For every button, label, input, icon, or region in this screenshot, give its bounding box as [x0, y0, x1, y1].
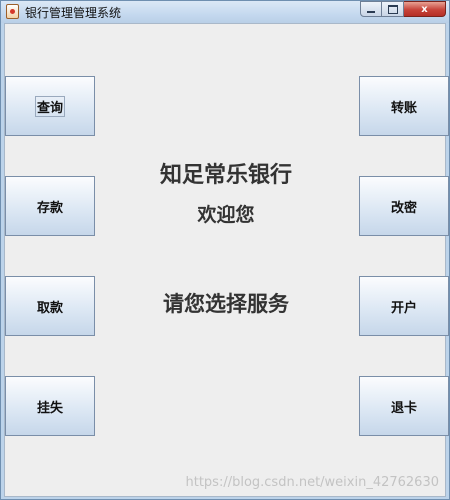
deposit-button[interactable]: 存款 [5, 176, 95, 236]
close-icon: x [421, 3, 428, 15]
maximize-button[interactable] [382, 1, 404, 17]
change-password-button-label: 改密 [390, 200, 417, 216]
eject-card-button-label: 退卡 [390, 400, 417, 416]
title-bar[interactable]: 银行管理管理系统 x [1, 1, 449, 23]
withdraw-button[interactable]: 取款 [5, 276, 95, 336]
query-button[interactable]: 查询 [5, 76, 95, 136]
open-account-button[interactable]: 开户 [359, 276, 449, 336]
watermark-text: https://blog.csdn.net/weixin_42762630 [185, 475, 439, 490]
eject-card-button[interactable]: 退卡 [359, 376, 449, 436]
report-loss-button[interactable]: 挂失 [5, 376, 95, 436]
withdraw-button-label: 取款 [36, 300, 63, 316]
bank-name-heading: 知足常乐银行 [159, 162, 292, 188]
minimize-icon [367, 10, 375, 13]
maximize-icon [387, 4, 398, 14]
transfer-button-label: 转账 [390, 100, 417, 116]
query-button-label: 查询 [34, 95, 66, 117]
welcome-heading: 欢迎您 [197, 204, 255, 226]
main-panel: 查询 存款 取款 挂失 转账 改密 开户 退卡 知足常乐银行 欢迎您 请您选择服… [4, 23, 449, 497]
deposit-button-label: 存款 [36, 200, 63, 216]
window-title: 银行管理管理系统 [25, 6, 122, 20]
change-password-button[interactable]: 改密 [359, 176, 449, 236]
close-button[interactable]: x [404, 1, 446, 17]
report-loss-button-label: 挂失 [36, 400, 63, 416]
open-account-button-label: 开户 [390, 300, 417, 316]
java-app-icon [6, 4, 19, 19]
select-service-heading: 请您选择服务 [163, 291, 289, 316]
window-controls: x [360, 1, 446, 19]
transfer-button[interactable]: 转账 [359, 76, 449, 136]
minimize-button[interactable] [360, 1, 382, 17]
